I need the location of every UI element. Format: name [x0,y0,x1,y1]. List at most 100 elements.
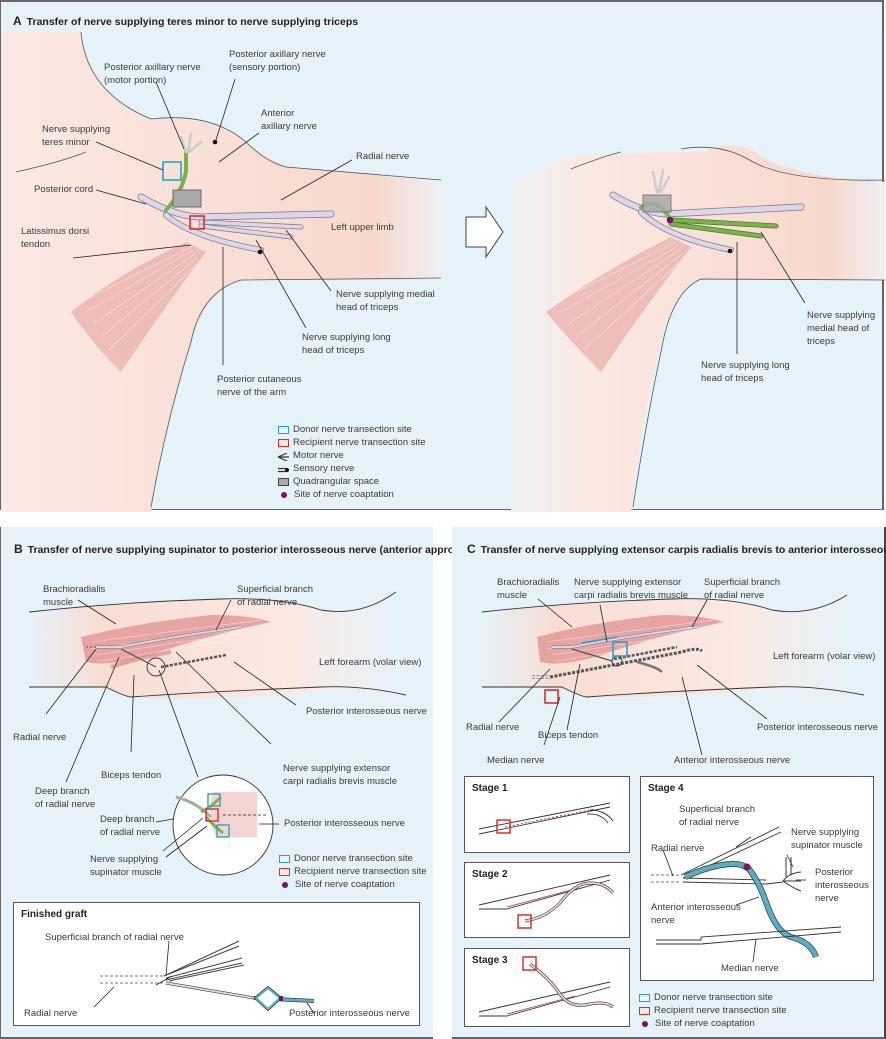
legend-label: Site of nerve coaptation [294,489,394,500]
quadrangular-space-left [172,189,202,208]
leader-lines-a [72,78,353,365]
label-left-forearm: Left forearm (volar view) [319,657,422,668]
label-radial-nerve: Radial nerve [13,732,67,743]
legend-item: Recipient nerve transection site [279,865,427,878]
legend-label: Site of nerve coaptation [655,1018,755,1029]
legend-c: Donor nerve transection site Recipient n… [639,991,787,1030]
panel-a-illustration [1,31,885,512]
label-graft-pin: Posterior interosseous nerve [289,1008,410,1019]
latissimus-muscle-left [71,242,206,372]
label-inset-supinator: Nerve supplying supinator muscle [90,854,162,878]
label-s4-pin: Posterior interosseous nerve [815,867,869,904]
stage-4-illustration [651,826,842,963]
legend-label: Donor nerve transection site [293,424,412,435]
legend-item: Quadrangular space [278,475,426,488]
sensory-nerve-icon [278,465,289,473]
label-ecrb: Nerve supplying extensor carpi radialis … [574,577,689,601]
legend-item: Donor nerve transection site [639,991,787,1004]
donor-box-c [612,641,628,657]
legend-label: Recipient nerve transection site [294,866,427,877]
label-superficial-branch: Superficial branch of radial nerve [237,584,314,608]
stage-3-box: Stage 3 [464,948,630,1027]
forearm-top-outline [28,591,397,613]
label-anterior-axillary: Anterior axillary nerve [261,108,317,132]
label-long-head: Nerve supplying long head of triceps [302,332,391,356]
legend-label: Motor nerve [293,450,344,461]
legend-item: Sensory nerve [278,462,426,475]
recipient-box-icon [639,1006,650,1015]
stage-3-title: Stage 3 [472,955,508,966]
legend-a: Donor nerve transection site Recipient n… [277,423,426,501]
label-biceps-tendon: Biceps tendon [101,770,162,781]
recipient-box-icon [279,867,290,876]
label-pin: Posterior interosseous nerve [306,706,427,717]
label-inset-deep-branch: Deep branch of radial nerve [100,814,161,838]
label-s4-median-nerve: Median nerve [721,963,779,974]
donor-box-icon [639,993,650,1002]
right-arrow-icon [465,205,504,259]
armpit-outline-left [150,277,442,508]
legend-label: Donor nerve transection site [294,853,413,864]
label-left-forearm: Left forearm (volar view) [773,651,876,662]
coaptation-dot-graft [279,996,283,1001]
panel-b-illustration [28,591,407,876]
stage-4-box: Stage 4 Superficial branch of radial ner… [640,776,874,981]
legend-label: Sensory nerve [293,463,355,474]
inset-magnified [172,774,274,876]
panel-letter: A [13,14,22,28]
label-ain: Anterior interosseous nerve [674,755,791,766]
legend-item: Recipient nerve transection site [639,1004,787,1017]
label-medial-head: Nerve supplying medial head of triceps [336,289,435,313]
panel-b: B Transfer of nerve supplying supinator t… [0,527,476,1039]
legend-label: Donor nerve transection site [654,992,773,1003]
leader-lines-b [45,599,297,858]
forearm-skin [29,592,396,702]
panel-c-illustration [481,594,865,756]
forearm-bottom-outline [29,686,407,698]
legend-item: Recipient nerve transection site [278,436,426,449]
panel-letter: B [14,542,23,556]
donor-box-icon [278,425,289,434]
label-teres-minor: Nerve supplying teres minor [42,124,111,148]
label-inset-pin: Posterior interosseous nerve [284,818,405,829]
legend-item: Site of nerve coaptation [278,488,426,501]
label-brachioradialis: Brachioradialis muscle [497,577,560,601]
label-latissimus: Latissimus dorsi tendon [21,226,90,250]
torso-skin-right [511,145,885,512]
panel-title-text: Transfer of nerve supplying supinator to… [27,544,476,556]
legend-item: Site of nerve coaptation [639,1017,787,1030]
label-superficial-branch: Superficial branch of radial nerve [704,577,781,601]
label-brachioradialis: Brachioradialis muscle [43,584,106,608]
label-pin: Posterior interosseous nerve [757,722,878,733]
label-deep-branch: Deep branch of radial nerve [35,786,96,810]
recipient-box-icon [278,438,289,447]
legend-label: Recipient nerve transection site [654,1005,787,1016]
legend-item: Site of nerve coaptation [279,878,427,891]
torso-skin-left [1,32,441,512]
label-ecrb: Nerve supplying extensor carpi radialis … [283,763,398,787]
shoulder-outline-left [80,31,442,181]
coaptation-dot-icon [642,1020,648,1027]
label-median-nerve: Median nerve [487,755,545,766]
finished-graft-title: Finished graft [21,909,88,920]
stage-4-title: Stage 4 [648,783,684,794]
panel-b-title: B Transfer of nerve supplying supinator t… [14,542,476,556]
donor-box-icon [279,854,290,863]
label-post-axillary-sensory: Posterior axillary nerve (sensory portio… [229,49,326,73]
coaptation-dot-stage4 [743,863,751,871]
stage-2-box: Stage 2 [464,862,630,938]
recipient-box-c [544,689,559,704]
coaptation-dot-right [666,216,674,224]
stage-1-title: Stage 1 [472,783,508,794]
label-after-medial-head: Nerve supplying medial head of triceps [807,310,876,347]
legend-item: Donor nerve transection site [279,852,427,865]
recipient-box-left [189,215,205,230]
label-post-axillary-motor: Posterior axillary nerve (motor portion) [104,62,201,86]
finished-graft-box: Finished graft Superficial branch of rad… [13,902,420,1026]
legend-label: Site of nerve coaptation [295,879,395,890]
stage-1-illustration [478,802,614,835]
